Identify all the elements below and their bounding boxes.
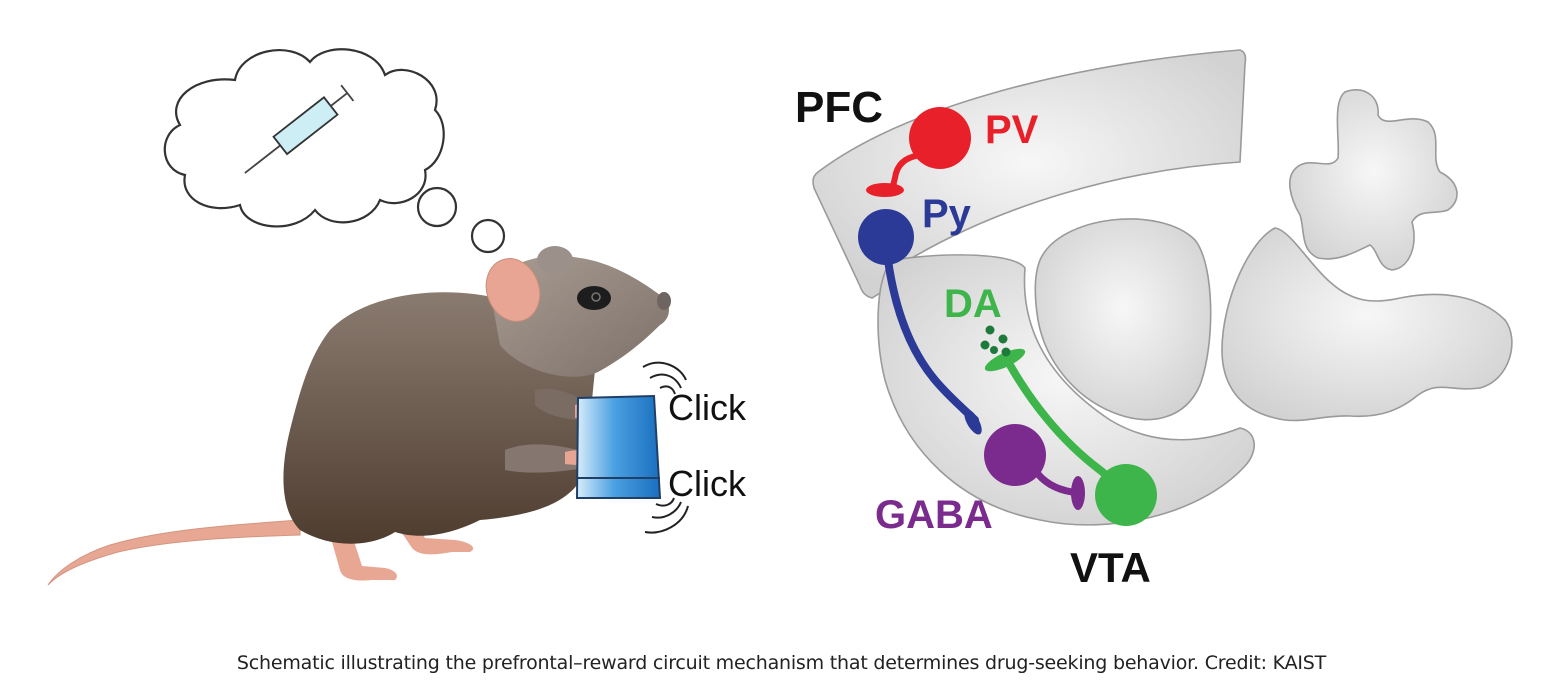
mouse-illustration	[47, 246, 671, 586]
pv-neuron	[866, 107, 971, 197]
pv-axon	[890, 152, 923, 189]
py-label: Py	[922, 192, 972, 236]
mouse-eye-highlight	[591, 292, 601, 302]
mouse-hind-leg	[330, 535, 397, 581]
mouse-nose	[657, 292, 671, 310]
gaba-label: GABA	[875, 493, 993, 537]
pfc-region	[812, 49, 1247, 299]
click-label-bottom: Click	[668, 463, 747, 504]
mouse-ear	[485, 258, 541, 322]
figure-canvas: Click Click	[47, 48, 1513, 591]
da-label: DA	[944, 282, 1002, 326]
sound-waves-top	[642, 361, 687, 395]
pv-label: PV	[985, 108, 1039, 152]
central-oval-region	[1034, 218, 1212, 421]
py-terminal	[964, 409, 982, 435]
gaba-soma	[984, 424, 1046, 486]
vta-region	[877, 254, 1255, 526]
vta-label: VTA	[1070, 544, 1151, 591]
pv-soma	[909, 107, 971, 169]
lever-body	[575, 394, 662, 499]
lower-right-region	[1221, 227, 1513, 422]
star-region	[1288, 89, 1458, 271]
da-soma	[1095, 464, 1157, 526]
mouse-ear-back	[537, 246, 573, 274]
sound-waves-bottom	[644, 497, 689, 534]
py-axon	[884, 256, 979, 424]
gaba-neuron	[984, 424, 1085, 510]
py-soma	[858, 209, 914, 265]
syringe-icon	[244, 84, 355, 174]
gaba-terminal	[1071, 476, 1085, 510]
figure-caption: Schematic illustrating the prefrontal–re…	[236, 652, 1327, 674]
da-neuron	[980, 325, 1157, 526]
da-terminal	[984, 348, 1026, 372]
brain-schematic	[812, 49, 1513, 526]
da-vesicles	[980, 325, 1011, 357]
lever-button: Click Click	[575, 361, 747, 534]
mouse-lower-arm	[505, 444, 585, 473]
thought-dot-small	[470, 218, 506, 254]
click-label-top: Click	[668, 387, 747, 428]
pfc-label: PFC	[795, 83, 883, 132]
thought-bubble	[163, 48, 506, 254]
mouse-tail	[47, 519, 301, 586]
py-neuron	[858, 209, 982, 435]
mouse-eye	[577, 286, 611, 310]
pv-terminal	[866, 183, 904, 197]
thought-dot-large	[416, 186, 458, 228]
